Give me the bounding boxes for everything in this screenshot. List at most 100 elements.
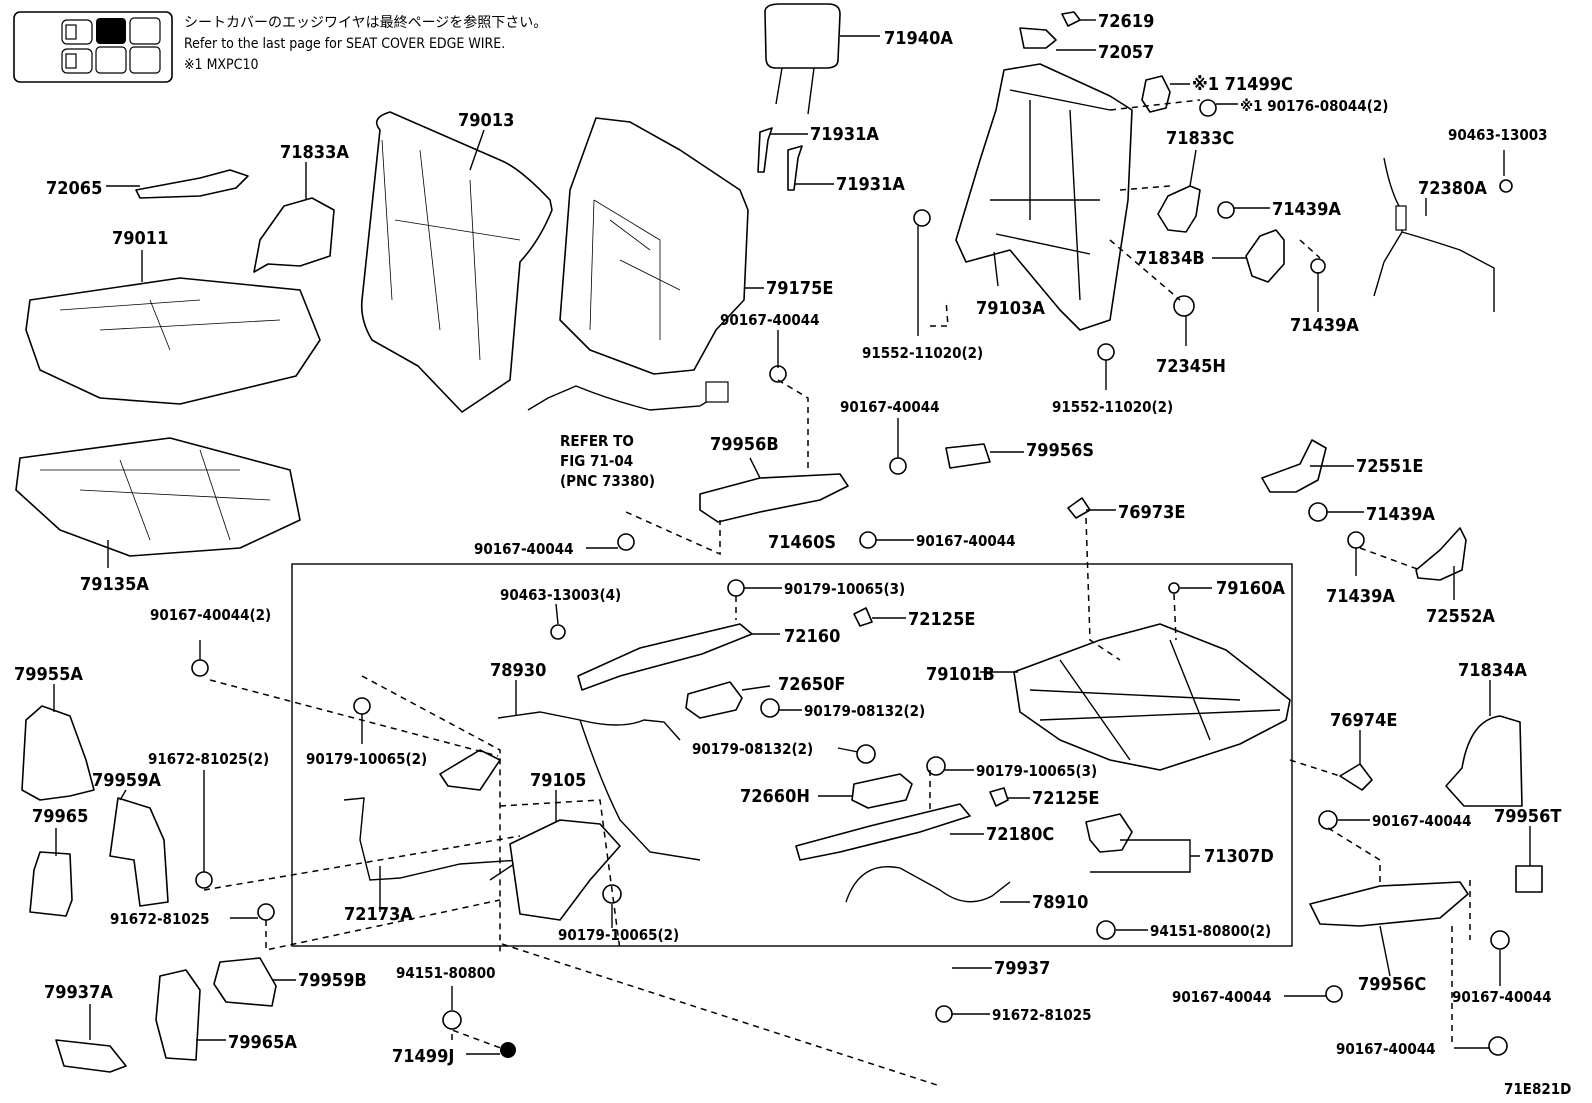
clip-e-part	[1067, 497, 1091, 519]
label-90167-40044-2[interactable]: 90167-40044(2)	[150, 606, 271, 624]
label-79103A[interactable]: 79103A	[976, 298, 1045, 319]
label-91552-11020-a[interactable]: 91552-11020(2)	[862, 344, 983, 362]
label-91672-81025-2[interactable]: 91672-81025(2)	[148, 750, 269, 768]
refer-line-2: FIG 71-04	[560, 452, 633, 470]
cable-78910-part	[845, 866, 1011, 903]
bracket-71307D-part	[1085, 813, 1133, 853]
label-71499J[interactable]: 71499J	[392, 1046, 454, 1067]
label-72345H[interactable]: 72345H	[1156, 356, 1226, 377]
label-72125E-b[interactable]: 72125E	[1032, 788, 1099, 809]
label-72125E-a[interactable]: 72125E	[908, 609, 975, 630]
label-94151-80800-2[interactable]: 94151-80800(2)	[1150, 922, 1271, 940]
label-71931A-lower[interactable]: 71931A	[836, 174, 905, 195]
label-72065[interactable]: 72065	[46, 178, 102, 199]
label-79965[interactable]: 79965	[32, 806, 88, 827]
headrest-part	[764, 3, 841, 115]
label-91672-81025-b[interactable]: 91672-81025	[992, 1006, 1092, 1024]
clip-76974E-part	[1339, 763, 1373, 791]
cable-connector	[705, 381, 729, 403]
label-71833A[interactable]: 71833A	[280, 142, 349, 163]
label-72173A[interactable]: 72173A	[344, 904, 413, 925]
label-79959A[interactable]: 79959A	[92, 770, 161, 791]
label-71834B[interactable]: 71834B	[1136, 248, 1205, 269]
label-71439A-3[interactable]: 71439A	[1366, 504, 1435, 525]
label-90167-40044-f[interactable]: 90167-40044	[1172, 988, 1272, 1006]
label-90167-40044-a[interactable]: 90167-40044	[720, 311, 820, 329]
label-71499C[interactable]: ※1 71499C	[1192, 74, 1293, 95]
label-72160[interactable]: 72160	[784, 626, 840, 647]
lower-cover-b-part	[699, 473, 849, 523]
label-90179-08132-2b[interactable]: 90179-08132(2)	[692, 740, 813, 758]
label-71460S[interactable]: 71460S	[768, 532, 836, 553]
label-79937A[interactable]: 79937A	[44, 982, 113, 1003]
side-cover-a-part	[21, 705, 95, 801]
label-79956C[interactable]: 79956C	[1358, 974, 1426, 995]
label-79101B[interactable]: 79101B	[926, 664, 995, 685]
assembly-frame	[291, 563, 1293, 947]
label-71834A[interactable]: 71834A	[1458, 660, 1527, 681]
label-79937[interactable]: 79937	[994, 958, 1050, 979]
label-79135A[interactable]: 79135A	[80, 574, 149, 595]
label-71833C[interactable]: 71833C	[1166, 128, 1234, 149]
cable-78930-part	[497, 711, 701, 861]
label-91672-81025-a[interactable]: 91672-81025	[110, 910, 210, 928]
label-79956B[interactable]: 79956B	[710, 434, 779, 455]
label-90167-40044-b[interactable]: 90167-40044	[840, 398, 940, 416]
frame-79105-part	[509, 819, 621, 921]
cushion-pad-part	[15, 437, 301, 557]
label-72650F[interactable]: 72650F	[778, 674, 845, 695]
label-72380A[interactable]: 72380A	[1418, 178, 1487, 199]
label-90176-08044[interactable]: ※1 90176-08044(2)	[1240, 97, 1388, 115]
label-79956T[interactable]: 79956T	[1494, 806, 1561, 827]
label-90167-40044-g[interactable]: 90167-40044	[1452, 988, 1552, 1006]
label-71439A-2[interactable]: 71439A	[1290, 315, 1359, 336]
label-90167-40044-e[interactable]: 90167-40044	[1372, 812, 1472, 830]
label-79965A[interactable]: 79965A	[228, 1032, 297, 1053]
label-72619[interactable]: 72619	[1098, 11, 1154, 32]
clip-72125E-b-part	[989, 787, 1009, 807]
label-79011[interactable]: 79011	[112, 228, 168, 249]
label-90463-13003-4[interactable]: 90463-13003(4)	[500, 586, 621, 604]
label-76973E[interactable]: 76973E	[1118, 502, 1185, 523]
label-94151-80800[interactable]: 94151-80800	[396, 964, 496, 982]
note-en: Refer to the last page for SEAT COVER ED…	[184, 36, 505, 52]
label-90167-40044-d[interactable]: 90167-40044	[474, 540, 574, 558]
cushion-frame-part	[1013, 623, 1291, 771]
label-71931A-upper[interactable]: 71931A	[810, 124, 879, 145]
label-72551E[interactable]: 72551E	[1356, 456, 1423, 477]
cable-part	[527, 385, 717, 411]
label-79160A[interactable]: 79160A	[1216, 578, 1285, 599]
label-71307D[interactable]: 71307D	[1204, 846, 1274, 867]
lower-cover-c-part	[1309, 881, 1469, 927]
label-79013[interactable]: 79013	[458, 110, 514, 131]
label-71940A[interactable]: 71940A	[884, 28, 953, 49]
label-71439A-1[interactable]: 71439A	[1272, 199, 1341, 220]
label-90167-40044-h[interactable]: 90167-40044	[1336, 1040, 1436, 1058]
label-90179-10065-2b[interactable]: 90179-10065(2)	[558, 926, 679, 944]
label-79175E[interactable]: 79175E	[766, 278, 833, 299]
label-90179-10065-3a[interactable]: 90179-10065(3)	[784, 580, 905, 598]
label-79955A[interactable]: 79955A	[14, 664, 83, 685]
label-76974E[interactable]: 76974E	[1330, 710, 1397, 731]
label-90179-08132-2a[interactable]: 90179-08132(2)	[804, 702, 925, 720]
dashed-connectors	[203, 99, 1471, 1087]
leader-lines	[53, 19, 1531, 1055]
label-90463-13003[interactable]: 90463-13003	[1448, 126, 1548, 144]
label-72660H[interactable]: 72660H	[740, 786, 810, 807]
note-model: ※1 MXPC10	[184, 57, 258, 73]
label-71439A-4[interactable]: 71439A	[1326, 586, 1395, 607]
label-78910[interactable]: 78910	[1032, 892, 1088, 913]
label-90179-10065-3b[interactable]: 90179-10065(3)	[976, 762, 1097, 780]
label-72552A[interactable]: 72552A	[1426, 606, 1495, 627]
seatback-frame-part	[955, 63, 1133, 331]
label-90167-40044-c[interactable]: 90167-40044	[916, 532, 1016, 550]
label-79956S[interactable]: 79956S	[1026, 440, 1094, 461]
label-79959B[interactable]: 79959B	[298, 970, 367, 991]
label-72180C[interactable]: 72180C	[986, 824, 1054, 845]
label-72057[interactable]: 72057	[1098, 42, 1154, 63]
label-90179-10065-2a[interactable]: 90179-10065(2)	[306, 750, 427, 768]
label-91552-11020-b[interactable]: 91552-11020(2)	[1052, 398, 1173, 416]
label-79105[interactable]: 79105	[530, 770, 586, 791]
label-78930[interactable]: 78930	[490, 660, 546, 681]
